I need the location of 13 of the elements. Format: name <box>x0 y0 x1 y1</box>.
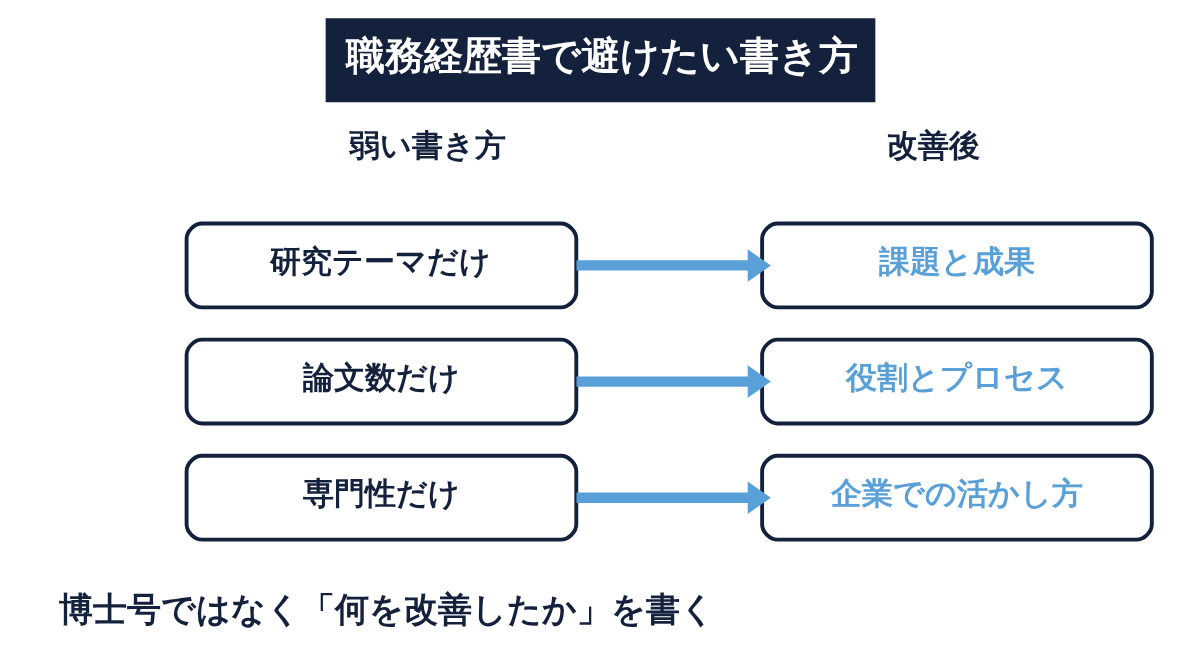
node-box: 企業での活かし方 <box>759 453 1154 542</box>
node-box: 役割とプロセス <box>759 337 1154 426</box>
arrow <box>575 481 771 514</box>
label: 改善後 <box>886 127 980 164</box>
arrow <box>575 249 771 282</box>
arrow <box>575 365 771 398</box>
caption: 博士号ではなく「何を改善したか」を書く <box>58 589 715 629</box>
node-box: 課題と成果 <box>759 221 1154 310</box>
node-box: 論文数だけ <box>184 337 578 426</box>
diagram-title: 職務経歴書で避けたい書き方 <box>345 33 858 79</box>
node-box: 専門性だけ <box>184 453 578 542</box>
label: 弱い書き方 <box>348 127 506 164</box>
node-box: 研究テーマだけ <box>184 221 578 310</box>
